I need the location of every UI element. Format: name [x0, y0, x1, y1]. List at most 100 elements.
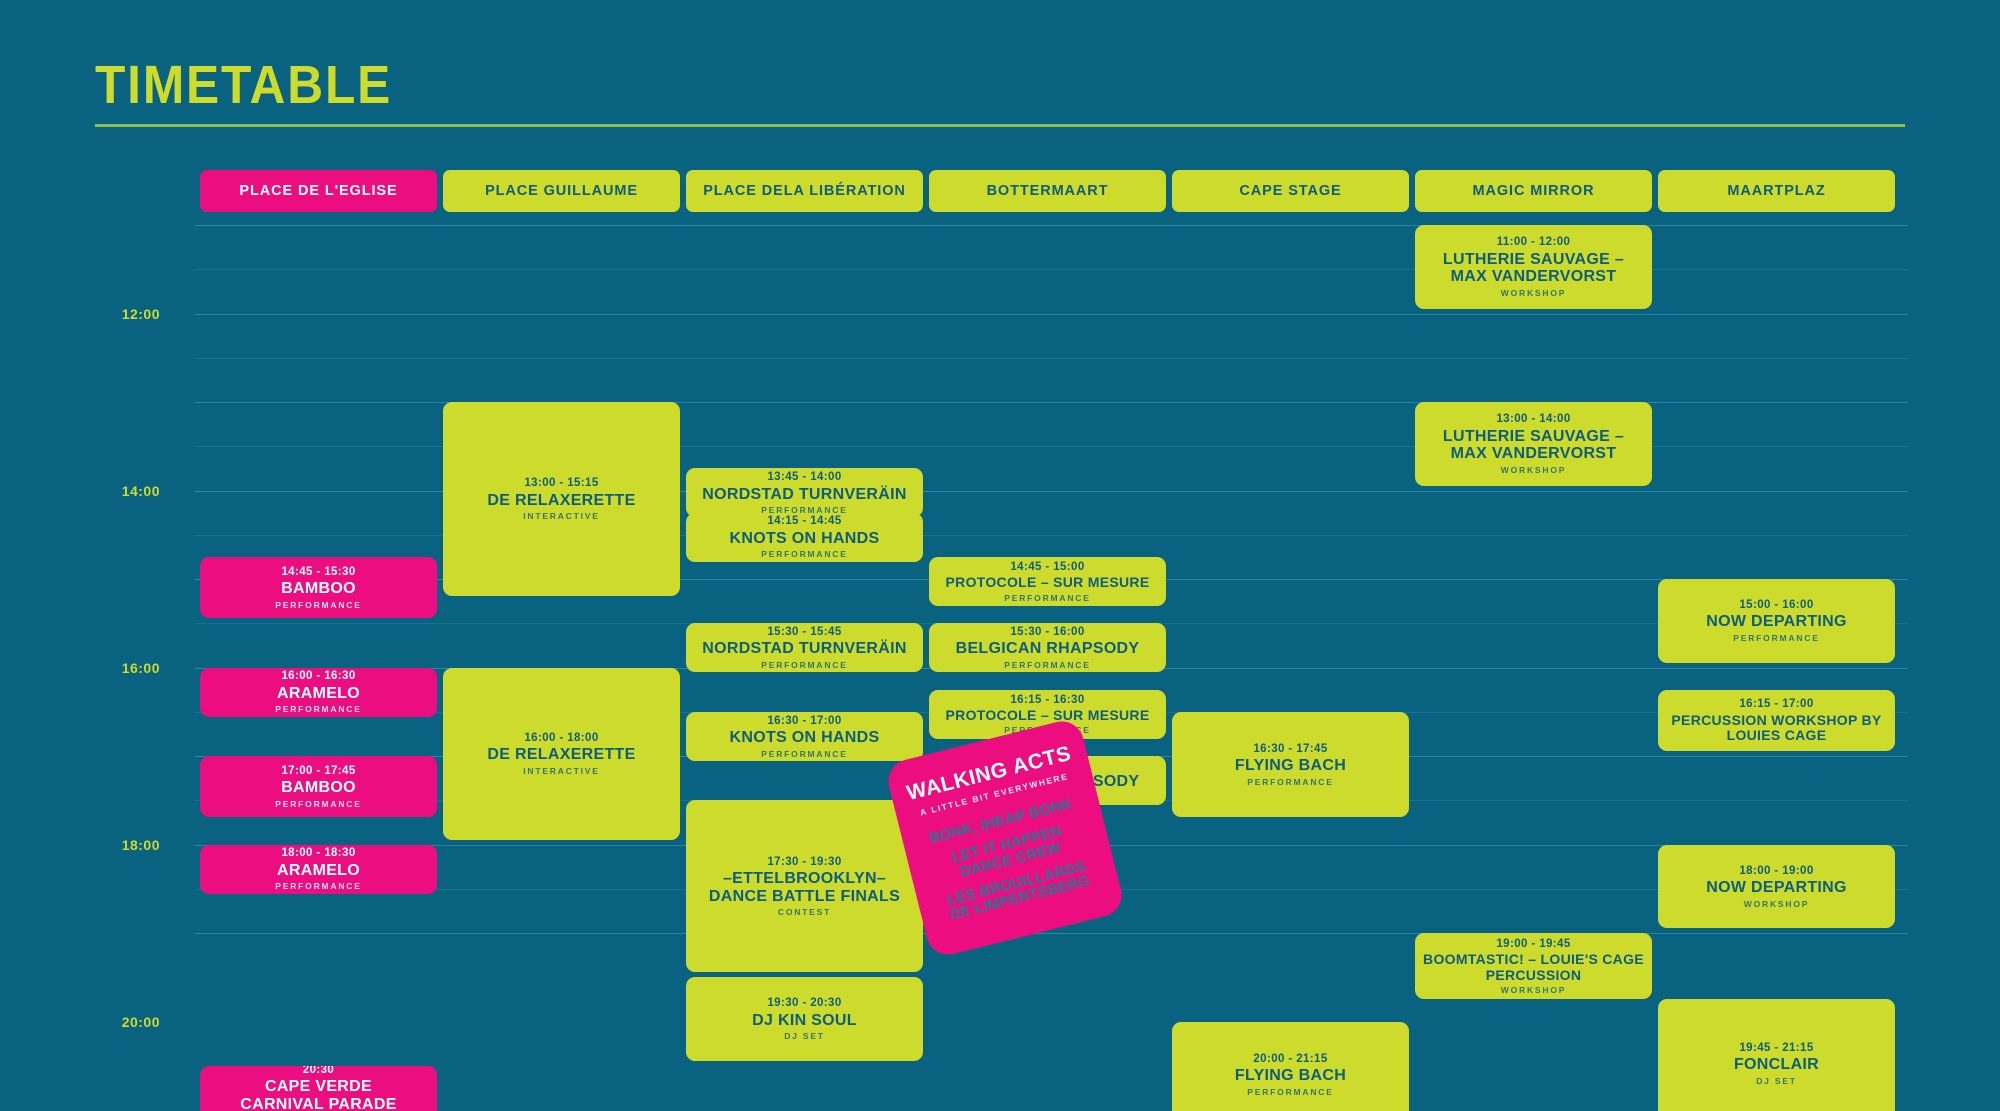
event-category: PERFORMANCE	[1247, 1086, 1334, 1097]
event-category: INTERACTIVE	[523, 511, 600, 522]
event-category: PERFORMANCE	[761, 748, 848, 759]
gridline	[195, 269, 1908, 271]
event-time: 16:00 - 18:00	[524, 731, 599, 744]
event-name: PROTOCOLE – SUR MESURE	[945, 574, 1150, 591]
event-time: 16:00 - 16:30	[281, 670, 356, 683]
time-label-1200: 12:00	[121, 305, 160, 322]
event-category: WORKSHOP	[1500, 464, 1567, 475]
event-name: –ETTELBROOKLYN–DANCE BATTLE FINALS	[708, 870, 901, 905]
event-category: PERFORMANCE	[275, 704, 362, 715]
event-time: 19:00 - 19:45	[1496, 937, 1571, 950]
gridline	[195, 402, 1908, 403]
event-name: LUTHERIE SAUVAGE –MAX VANDERVORST	[1442, 427, 1625, 463]
gridline	[195, 225, 1908, 226]
event-name: DE RELAXERETTE	[487, 491, 636, 509]
event-time: 17:00 - 17:45	[281, 765, 356, 778]
event-time: 13:45 - 14:00	[767, 471, 842, 484]
event-name: KNOTS ON HANDS	[729, 529, 880, 547]
event-name: DJ KIN SOUL	[752, 1011, 857, 1029]
event-category: WORKSHOP	[1500, 984, 1567, 995]
event-time: 15:00 - 16:00	[1739, 599, 1814, 612]
event-name: FLYING BACH	[1234, 757, 1347, 775]
event-block[interactable]: 17:30 - 19:30–ETTELBROOKLYN–DANCE BATTLE…	[686, 800, 923, 973]
event-time: 13:00 - 15:15	[524, 477, 599, 490]
event-time: 18:00 - 18:30	[281, 847, 356, 860]
event-time: 19:30 - 20:30	[767, 997, 842, 1010]
event-category: INTERACTIVE	[523, 765, 600, 776]
event-category: PERFORMANCE	[761, 660, 848, 671]
event-time: 15:30 - 16:00	[1010, 626, 1085, 639]
column-header-place-de-l-eglise[interactable]: PLACE DE L'EGLISE	[200, 170, 437, 212]
event-time: 16:15 - 16:30	[1010, 693, 1085, 706]
event-name: ARAMELO	[277, 684, 360, 702]
event-category: PERFORMANCE	[1733, 633, 1820, 644]
event-category: WORKSHOP	[1500, 287, 1567, 298]
event-time: 16:30 - 17:45	[1253, 742, 1328, 755]
event-category: WORKSHOP	[1743, 898, 1810, 909]
event-time: 20:00 - 21:15	[1253, 1052, 1328, 1065]
time-label-1600: 16:00	[121, 659, 160, 676]
event-name: DE RELAXERETTE	[487, 746, 636, 764]
event-time: 16:15 - 17:00	[1739, 698, 1814, 711]
event-name: BAMBOO	[281, 580, 356, 598]
column-header-bottermaart[interactable]: BOTTERMAART	[929, 170, 1166, 212]
event-name: BELGICAN RHAPSODY	[955, 640, 1140, 658]
event-category: PERFORMANCE	[275, 599, 362, 610]
time-label-1400: 14:00	[121, 482, 160, 499]
gridline	[195, 446, 1908, 448]
event-time: 20:30	[302, 1065, 335, 1076]
event-name: LUTHERIE SAUVAGE –MAX VANDERVORST	[1442, 250, 1625, 286]
page-title: TIMETABLE	[95, 55, 393, 115]
title-divider	[95, 124, 1905, 127]
event-name: KNOTS ON HANDS	[729, 728, 880, 746]
gridline	[195, 357, 1908, 359]
event-category: PERFORMANCE	[1004, 592, 1091, 603]
event-name: PROTOCOLE – SUR MESURE	[945, 706, 1150, 723]
event-time: 15:30 - 15:45	[767, 626, 842, 639]
event-time: 14:45 - 15:30	[281, 565, 356, 578]
column-header-maartplaz[interactable]: MAARTPLAZ	[1658, 170, 1895, 212]
gridline	[195, 933, 1908, 934]
event-category: PERFORMANCE	[761, 549, 848, 560]
event-category: PERFORMANCE	[275, 799, 362, 809]
event-category: PERFORMANCE	[1004, 660, 1091, 671]
event-name: FONCLAIR	[1733, 1055, 1820, 1073]
column-header-place-guillaume[interactable]: PLACE GUILLAUME	[443, 170, 680, 212]
event-name: ARAMELO	[277, 861, 360, 879]
event-time: 13:00 - 14:00	[1496, 413, 1571, 426]
column-header-magic-mirror[interactable]: MAGIC MIRROR	[1415, 170, 1652, 212]
event-category: PERFORMANCE	[275, 881, 362, 892]
event-time: 11:00 - 12:00	[1496, 236, 1571, 249]
event-name: NOW DEPARTING	[1706, 613, 1847, 631]
column-header-cape-stage[interactable]: CAPE STAGE	[1172, 170, 1409, 212]
